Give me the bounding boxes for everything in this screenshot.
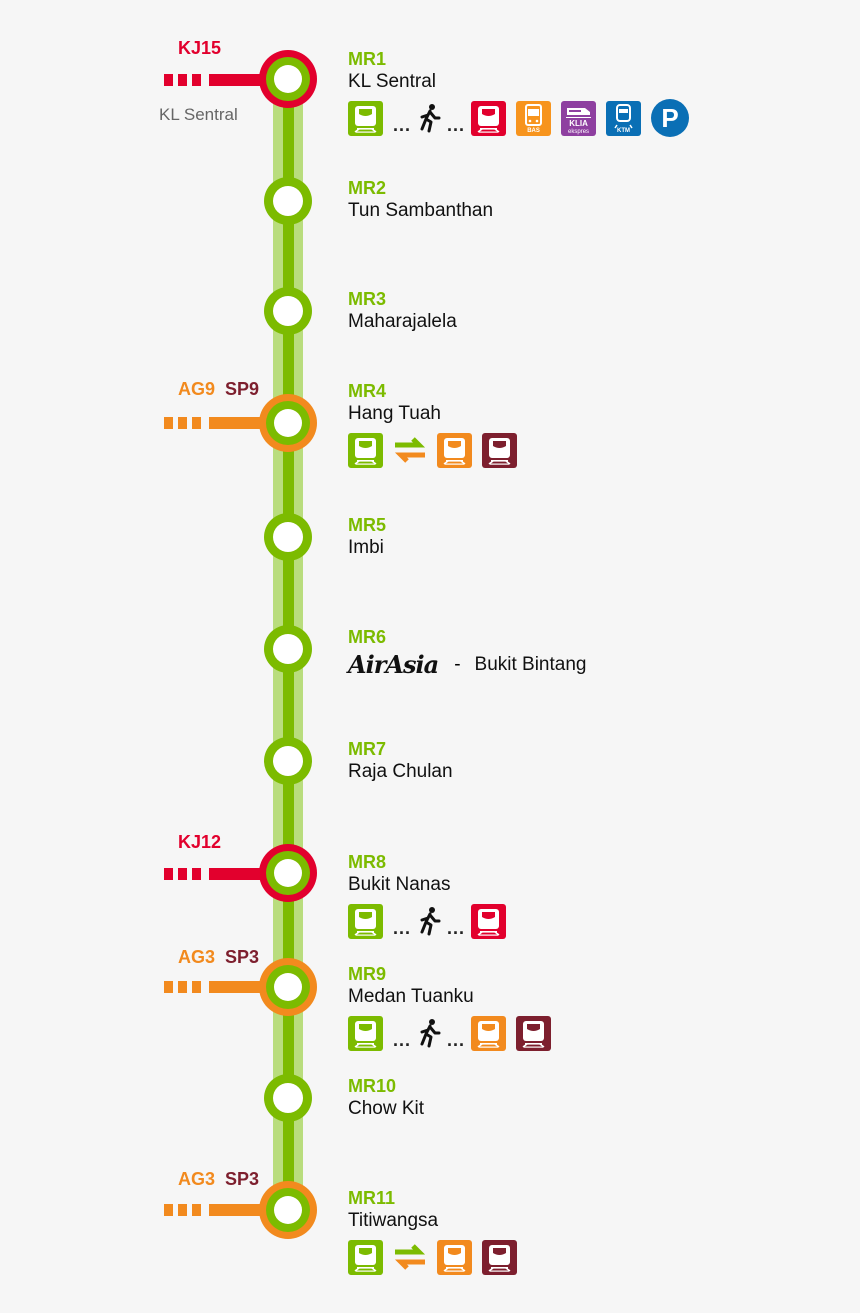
- line-code-kj15: KJ15: [178, 38, 222, 58]
- walking-icon: [417, 103, 441, 133]
- station-code: MR7: [348, 739, 387, 759]
- lrt-ampang-icon: [437, 432, 472, 468]
- station-name: Bukit Bintang: [474, 653, 587, 675]
- lrt-ampang-icon: [437, 1239, 472, 1275]
- ampang-connector: [164, 1204, 274, 1216]
- connection-icons: ... ... BAS KLIA ekspres KTM P: [348, 99, 690, 137]
- ktm-label: KTM: [617, 127, 631, 134]
- lrt-sri-petaling-icon: [482, 1239, 517, 1275]
- station-name: Chow Kit: [348, 1098, 425, 1119]
- station-mr4: MR4 Hang Tuah: [348, 380, 527, 468]
- station-code: MR2: [348, 178, 387, 198]
- station-code: MR1: [348, 49, 387, 69]
- station-mr11: MR11 Titiwangsa: [348, 1187, 527, 1275]
- ktm-icon: KTM: [606, 100, 642, 136]
- station-mr2: MR2 Tun Sambanthan: [348, 177, 493, 223]
- line-code-sp3: SP3: [225, 947, 260, 967]
- kelana-jaya-connector: [164, 868, 274, 880]
- lrt-kelana-jaya-icon: [471, 903, 507, 939]
- connection-icons: [348, 1239, 527, 1275]
- station-node-mr1[interactable]: [259, 50, 317, 108]
- station-mr6: MR6 AirAsia - Bukit Bintang: [348, 626, 586, 679]
- ampang-connector: [164, 981, 274, 993]
- monorail-icon: [348, 432, 383, 468]
- station-code: MR6: [348, 627, 387, 647]
- station-node-mr11[interactable]: [259, 1181, 317, 1239]
- ellipsis: ...: [393, 114, 412, 135]
- station-code: MR5: [348, 515, 387, 535]
- kelana-jaya-connector: [164, 74, 274, 86]
- lrt-kelana-jaya-icon: [471, 100, 507, 136]
- ellipsis: ...: [393, 1029, 412, 1050]
- station-code: MR8: [348, 852, 387, 872]
- station-node-mr9[interactable]: [259, 958, 317, 1016]
- ekspres-label: ekspres: [568, 128, 590, 135]
- station-mr10: MR10 Chow Kit: [348, 1075, 424, 1121]
- station-name: Imbi: [348, 537, 384, 558]
- station-name: Raja Chulan: [348, 761, 453, 782]
- station-node-mr10[interactable]: [264, 1074, 312, 1122]
- line-code-ag3: AG3: [178, 1169, 216, 1189]
- station-name: KL Sentral: [348, 71, 437, 92]
- station-node-mr5[interactable]: [264, 513, 312, 561]
- station-mr8: MR8 Bukit Nanas ... ...: [348, 851, 516, 939]
- station-mr9: MR9 Medan Tuanku ... ...: [348, 963, 561, 1051]
- bus-label: BAS: [527, 127, 540, 134]
- station-node-mr4[interactable]: [259, 394, 317, 452]
- ellipsis: ...: [447, 114, 466, 135]
- station-name: Bukit Nanas: [348, 874, 451, 895]
- monorail-icon: [348, 1015, 383, 1051]
- airasia-logo: AirAsia: [348, 650, 439, 679]
- swap-icon: [393, 436, 427, 464]
- klia-label: KLIA: [569, 118, 588, 128]
- lrt-sri-petaling-icon: [482, 432, 517, 468]
- line-code-kj12: KJ12: [178, 832, 222, 852]
- line-code-ag9: AG9: [178, 379, 216, 399]
- walking-icon: [417, 906, 441, 936]
- bus-icon: BAS: [516, 100, 552, 136]
- station-code: MR9: [348, 964, 387, 984]
- kl-sentral-subtitle: KL Sentral: [159, 105, 238, 124]
- ellipsis: ...: [393, 917, 412, 938]
- station-node-mr7[interactable]: [264, 737, 312, 785]
- klia-ekspres-icon: KLIA ekspres: [561, 100, 597, 136]
- ellipsis: ...: [447, 917, 466, 938]
- monorail-icon: [348, 100, 383, 136]
- station-mr7: MR7 Raja Chulan: [348, 738, 453, 784]
- separator: -: [454, 653, 461, 675]
- swap-icon: [393, 1243, 427, 1271]
- station-name: Titiwangsa: [348, 1210, 439, 1231]
- ampang-connector: [164, 417, 274, 429]
- lrt-ampang-icon: [471, 1015, 507, 1051]
- line-code-sp9: SP9: [225, 379, 260, 399]
- station-code: MR10: [348, 1076, 397, 1096]
- station-node-mr2[interactable]: [264, 177, 312, 225]
- station-mr3: MR3 Maharajalela: [348, 288, 457, 334]
- station-node-mr8[interactable]: [259, 844, 317, 902]
- station-node-mr3[interactable]: [264, 287, 312, 335]
- station-code: MR11: [348, 1188, 396, 1208]
- station-code: MR4: [348, 381, 387, 401]
- connection-icons: [348, 432, 527, 468]
- monorail-icon: [348, 903, 383, 939]
- monorail-icon: [348, 1239, 383, 1275]
- station-mr5: MR5 Imbi: [348, 514, 386, 560]
- lrt-sri-petaling-icon: [516, 1015, 552, 1051]
- station-code: MR3: [348, 289, 387, 309]
- station-name: Hang Tuah: [348, 403, 441, 424]
- walking-icon: [417, 1018, 441, 1048]
- connection-icons: ... ...: [348, 903, 516, 939]
- connection-icons: ... ...: [348, 1015, 561, 1051]
- station-mr1: MR1 KL Sentral ... ... BAS KLIA ekspres …: [348, 48, 690, 137]
- station-node-mr6[interactable]: [264, 625, 312, 673]
- station-name: Maharajalela: [348, 311, 457, 332]
- line-code-sp3: SP3: [225, 1169, 260, 1189]
- ellipsis: ...: [447, 1029, 466, 1050]
- station-name-row: AirAsia - Bukit Bintang: [348, 650, 586, 679]
- station-name: Medan Tuanku: [348, 986, 474, 1007]
- station-name: Tun Sambanthan: [348, 200, 494, 221]
- line-code-ag3: AG3: [178, 947, 216, 967]
- parking-icon: P: [651, 99, 690, 137]
